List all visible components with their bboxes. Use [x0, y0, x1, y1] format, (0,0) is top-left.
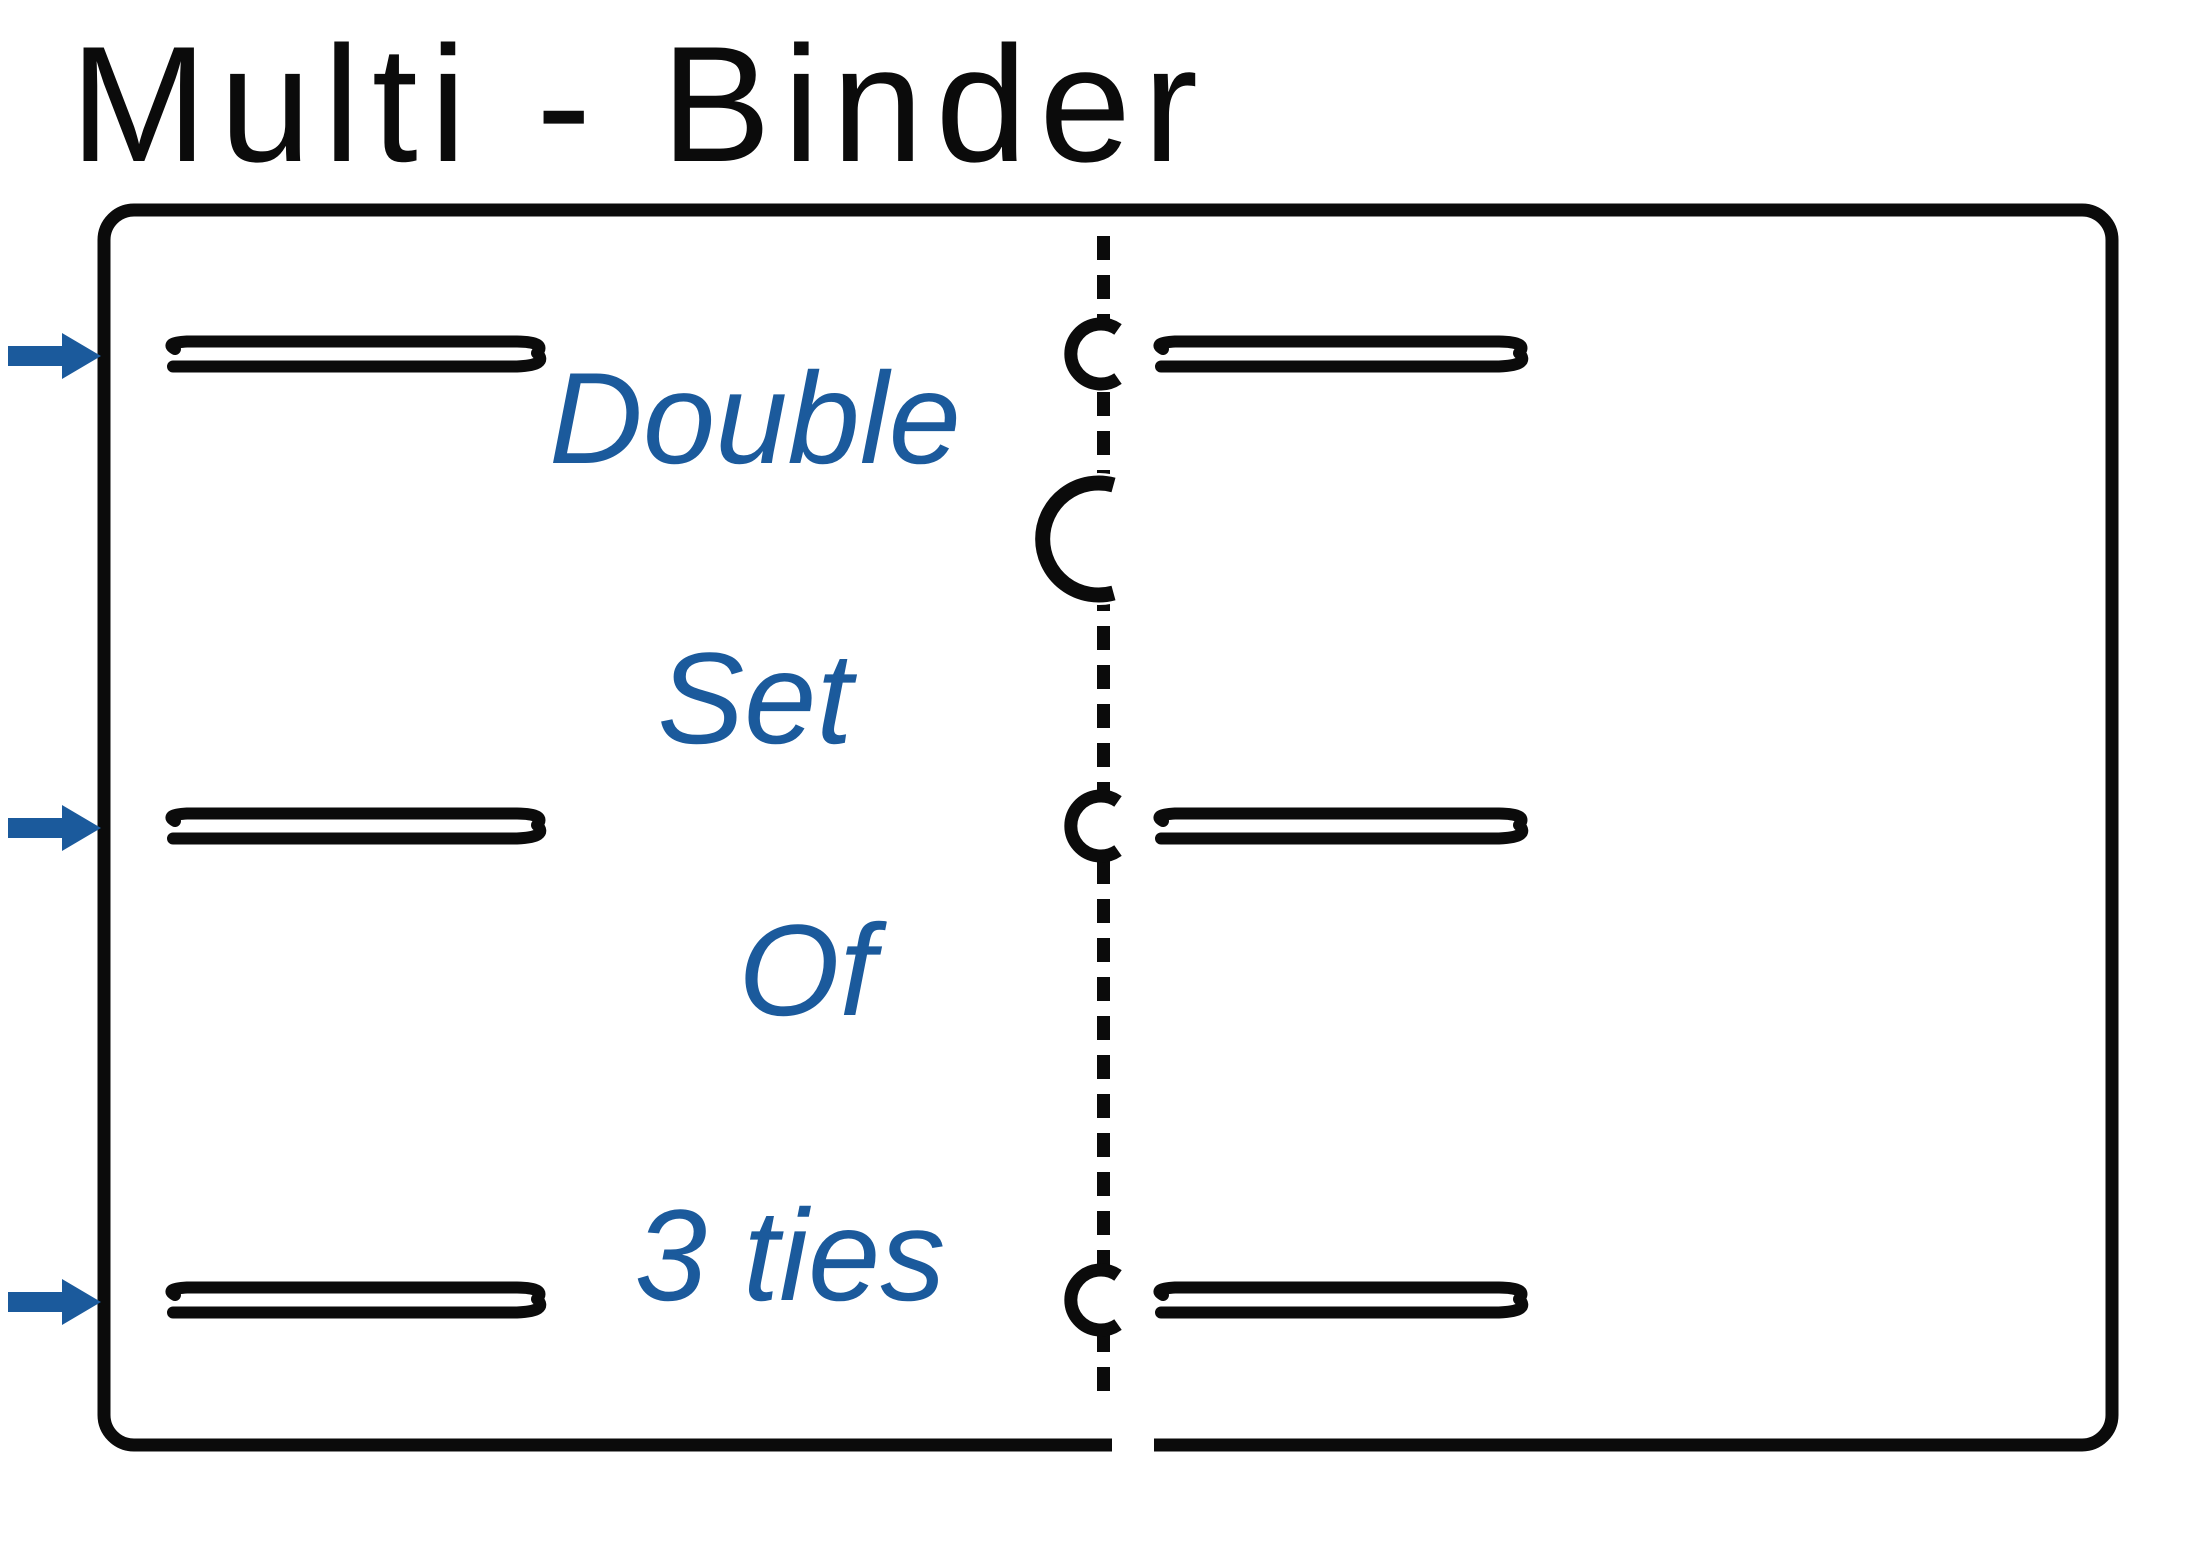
right-tie-shape-row-3: [1153, 1281, 1529, 1319]
figure-title: Multi - Binder: [70, 12, 1210, 196]
large-ring-backing: [1033, 473, 1165, 605]
center-label-set: Set: [657, 625, 853, 771]
right-tie-shape-row-2: [1153, 807, 1529, 845]
pointer-arrow-icon-row-3: [8, 1279, 101, 1325]
left-tie-shape-row-1: [165, 335, 547, 373]
center-label-3-ties: 3 ties: [634, 1182, 946, 1328]
center-label-double: Double: [549, 345, 961, 491]
left-tie-shape-row-3: [165, 1281, 547, 1319]
right-tie-shape-row-1: [1153, 335, 1529, 373]
pointer-arrow-icon-row-2: [8, 805, 101, 851]
binder-cover-outline: [97, 203, 2119, 1452]
binder-large-ring-icon: [1035, 475, 1116, 603]
binder-small-ring-icon: [1064, 1263, 1122, 1337]
fold-bottom-gap: [1112, 1430, 1154, 1458]
center-label-of: Of: [738, 897, 876, 1043]
binder-small-ring-icon: [1064, 789, 1122, 863]
pointer-arrow-icon-row-1: [8, 333, 101, 379]
binder-small-ring-icon: [1064, 317, 1122, 391]
left-tie-shape-row-2: [165, 807, 547, 845]
